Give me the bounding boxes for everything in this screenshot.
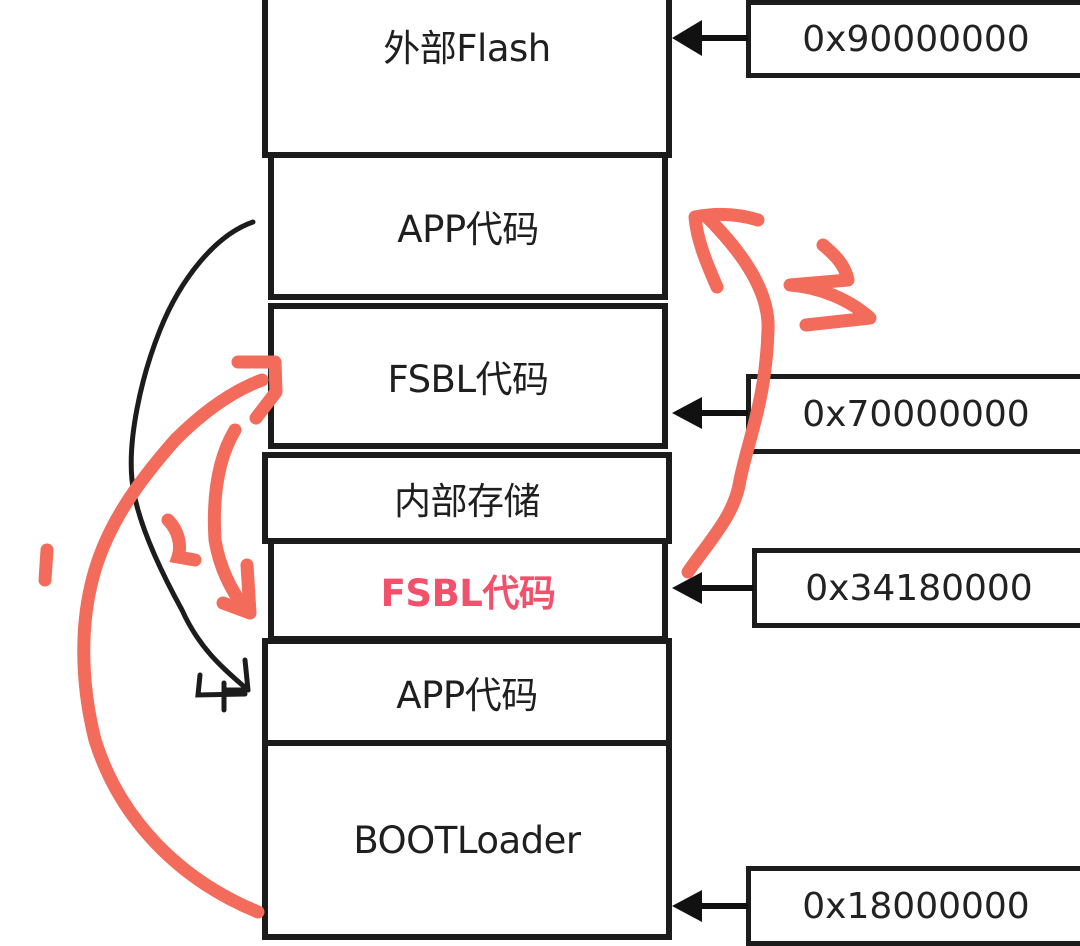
address-label: 0x18000000 xyxy=(802,885,1030,927)
step-1-arrow xyxy=(77,355,283,919)
block-label: BOOTLoader xyxy=(353,818,581,862)
address-label: 0x90000000 xyxy=(802,18,1030,60)
block-label: 外部Flash xyxy=(383,27,551,70)
address-pointer-arrow xyxy=(672,890,748,922)
step-3-label xyxy=(783,238,877,332)
address-label: 0x34180000 xyxy=(805,567,1033,609)
address-pointer-arrow xyxy=(672,397,748,429)
address-pointer-arrow xyxy=(672,20,748,56)
step-2-arrow xyxy=(207,423,257,620)
block-label: FSBL代码 xyxy=(387,358,549,401)
block-label-highlighted: FSBL代码 xyxy=(380,572,556,615)
block-label: APP代码 xyxy=(397,208,539,251)
address-box: 0x34180000 xyxy=(752,548,1080,628)
address-box: 0x18000000 xyxy=(746,866,1080,946)
block-bootloader: BOOTLoader xyxy=(262,740,672,940)
block-external-app-code: APP代码 xyxy=(268,152,668,300)
block-label: 内部存储 xyxy=(394,480,541,523)
block-internal-storage: 内部存储 xyxy=(262,452,672,544)
block-external-flash: 外部Flash xyxy=(262,0,672,158)
block-internal-app-code: APP代码 xyxy=(262,638,672,746)
address-box: 0x70000000 xyxy=(746,374,1080,454)
block-internal-fsbl-code: FSBL代码 xyxy=(268,538,668,642)
address-box: 0x90000000 xyxy=(746,0,1080,78)
block-external-fsbl-code: FSBL代码 xyxy=(268,303,668,449)
step-4-label xyxy=(195,672,248,713)
block-label: APP代码 xyxy=(396,674,538,717)
address-pointer-arrow xyxy=(672,572,754,604)
step-4-arrow xyxy=(128,219,256,693)
step-1-label xyxy=(38,543,54,587)
step-2-label xyxy=(161,513,202,567)
address-label: 0x70000000 xyxy=(802,393,1030,435)
